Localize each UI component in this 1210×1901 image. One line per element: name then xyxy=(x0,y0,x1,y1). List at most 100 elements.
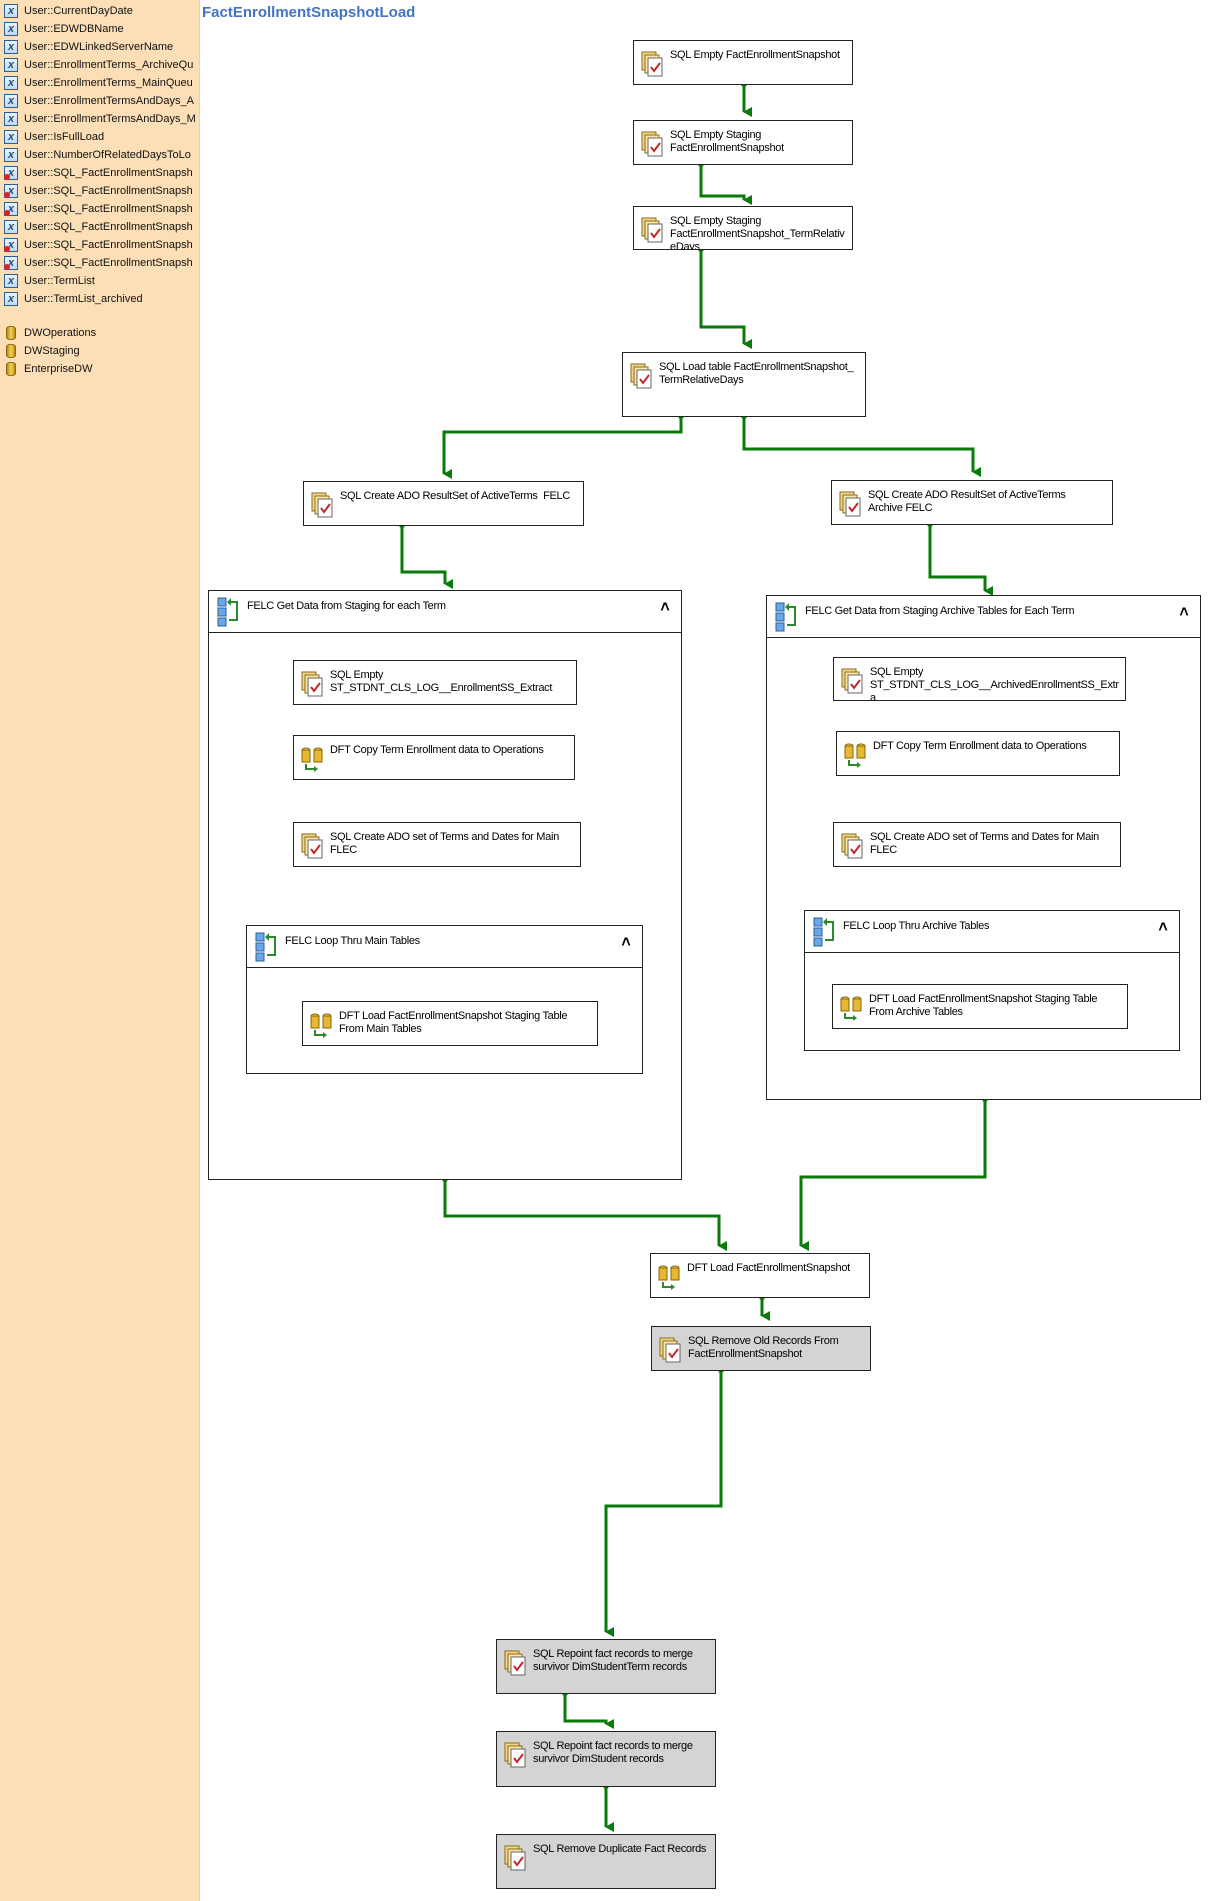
container-label: FELC Get Data from Staging Archive Table… xyxy=(805,604,1075,617)
task-sql-repoint-dimstudent[interactable]: SQL Repoint fact records to merge surviv… xyxy=(496,1731,716,1787)
variable-label: User::EnrollmentTerms_MainQueu xyxy=(24,76,193,89)
task-sql-load-termrelative[interactable]: SQL Load table FactEnrollmentSnapshot_ T… xyxy=(622,352,866,417)
task-sql-repoint-dimstudentterm[interactable]: SQL Repoint fact records to merge surviv… xyxy=(496,1639,716,1694)
task-label: DFT Load FactEnrollmentSnapshot Staging … xyxy=(869,993,1098,1018)
variable-item[interactable]: x User::TermList xyxy=(4,272,199,289)
task-label: SQL Repoint fact records to merge surviv… xyxy=(533,1648,693,1673)
constraint-t8-t9[interactable] xyxy=(604,1370,723,1637)
task-dft-copy-term-enrollment-archive[interactable]: DFT Copy Term Enrollment data to Operati… xyxy=(836,731,1120,776)
constraint-t2-t3[interactable] xyxy=(699,164,752,205)
variable-label: User::SQL_FactEnrollmentSnapsh xyxy=(24,238,193,251)
foreach-loop-icon xyxy=(813,916,837,948)
collapse-icon[interactable]: ˄ xyxy=(660,599,670,616)
task-sql-ado-terms-dates-archive[interactable]: SQL Create ADO set of Terms and Dates fo… xyxy=(833,822,1121,867)
variable-label: User::TermList_archived xyxy=(24,292,143,305)
connection-label: EnterpriseDW xyxy=(24,362,93,375)
variable-icon: x xyxy=(4,273,18,288)
connection-manager-item[interactable]: DWOperations xyxy=(4,324,199,341)
sql-task-icon xyxy=(310,492,334,518)
constraint-t5-c1[interactable] xyxy=(400,525,453,589)
task-sql-empty-staging-termrelative[interactable]: SQL Empty Staging FactEnrollmentSnapshot… xyxy=(633,206,853,250)
sql-task-icon xyxy=(629,363,653,389)
container-label: FELC Get Data from Staging for each Term xyxy=(247,599,446,612)
connection-label: DWStaging xyxy=(24,344,80,357)
constraint-c1-t7[interactable] xyxy=(443,1179,727,1251)
task-label: SQL Empty ST_STDNT_CLS_LOG__EnrollmentSS… xyxy=(330,669,553,694)
task-sql-remove-old-records[interactable]: SQL Remove Old Records From FactEnrollme… xyxy=(651,1326,871,1371)
connection-manager-item[interactable]: EnterpriseDW xyxy=(4,360,199,377)
task-label: SQL Create ADO set of Terms and Dates fo… xyxy=(870,831,1099,856)
foreach-loop-icon xyxy=(775,601,799,633)
task-dft-load-staging-archive[interactable]: DFT Load FactEnrollmentSnapshot Staging … xyxy=(832,984,1128,1029)
container-header[interactable]: FELC Get Data from Staging for each Term… xyxy=(209,591,681,633)
task-sql-empty-fact[interactable]: SQL Empty FactEnrollmentSnapshot xyxy=(633,40,853,85)
constraint-c2-t7[interactable] xyxy=(799,1099,987,1251)
foreach-loop-icon xyxy=(217,596,241,628)
sql-task-icon xyxy=(640,131,664,157)
sql-task-icon xyxy=(838,491,862,517)
sql-task-icon xyxy=(658,1337,682,1363)
container-felc-loop-archive[interactable]: FELC Loop Thru Archive Tables ˄ xyxy=(804,910,1180,1051)
task-label: SQL Create ADO ResultSet of ActiveTerms … xyxy=(340,490,571,502)
constraint-t4-t5[interactable] xyxy=(442,416,683,479)
task-sql-empty-enrollmentss-extract[interactable]: SQL Empty ST_STDNT_CLS_LOG__EnrollmentSS… xyxy=(293,660,577,705)
connection-manager-item[interactable]: DWStaging xyxy=(4,342,199,359)
variable-label: User::EnrollmentTermsAndDays_A xyxy=(24,94,194,107)
container-header[interactable]: FELC Loop Thru Main Tables ˄ xyxy=(247,926,642,968)
variable-icon: x xyxy=(4,57,18,72)
variable-label: User::TermList xyxy=(24,274,95,287)
variable-label: User::SQL_FactEnrollmentSnapsh xyxy=(24,184,193,197)
task-sql-ado-activeterms-archive[interactable]: SQL Create ADO ResultSet of ActiveTerms … xyxy=(831,480,1113,525)
sql-task-icon xyxy=(503,1845,527,1871)
task-dft-copy-term-enrollment[interactable]: DFT Copy Term Enrollment data to Operati… xyxy=(293,735,575,780)
database-icon xyxy=(6,361,16,376)
connection-label: DWOperations xyxy=(24,326,97,339)
task-sql-ado-terms-dates-main[interactable]: SQL Create ADO set of Terms and Dates fo… xyxy=(293,822,581,867)
container-header[interactable]: FELC Loop Thru Archive Tables ˄ xyxy=(805,911,1179,953)
variable-label: User::IsFullLoad xyxy=(24,130,105,143)
variable-error-icon: x xyxy=(4,201,18,216)
variable-label: User::SQL_FactEnrollmentSnapsh xyxy=(24,256,193,269)
data-flow-icon xyxy=(309,1012,333,1038)
collapse-icon[interactable]: ˄ xyxy=(1179,604,1189,621)
variable-label: User::EDWLinkedServerName xyxy=(24,40,174,53)
constraint-t4-t6[interactable] xyxy=(742,416,981,477)
constraint-t9-t10[interactable] xyxy=(563,1693,614,1729)
task-dft-load-staging-main[interactable]: DFT Load FactEnrollmentSnapshot Staging … xyxy=(302,1001,598,1046)
task-sql-empty-archived-extract[interactable]: SQL Empty ST_STDNT_CLS_LOG__ArchivedEnro… xyxy=(833,657,1126,701)
collapse-icon[interactable]: ˄ xyxy=(621,934,631,951)
database-icon xyxy=(6,343,16,358)
task-dft-load-fact[interactable]: DFT Load FactEnrollmentSnapshot xyxy=(650,1253,870,1298)
task-label: SQL Remove Duplicate Fact Records xyxy=(533,1843,707,1855)
variable-label: User::EDWDBName xyxy=(24,22,124,35)
container-felc-loop-main[interactable]: FELC Loop Thru Main Tables ˄ xyxy=(246,925,643,1074)
constraint-t3-t4[interactable] xyxy=(699,249,752,349)
task-sql-empty-staging[interactable]: SQL Empty Staging FactEnrollmentSnapshot xyxy=(633,120,853,165)
task-label: SQL Empty Staging FactEnrollmentSnapshot xyxy=(670,129,784,154)
variable-label: User::SQL_FactEnrollmentSnapsh xyxy=(24,220,193,233)
package-title: FactEnrollmentSnapshotLoad xyxy=(202,4,416,21)
constraint-t6-c2[interactable] xyxy=(928,524,993,596)
task-sql-remove-duplicates[interactable]: SQL Remove Duplicate Fact Records xyxy=(496,1834,716,1889)
task-sql-ado-activeterms[interactable]: SQL Create ADO ResultSet of ActiveTerms … xyxy=(303,481,584,526)
container-header[interactable]: FELC Get Data from Staging Archive Table… xyxy=(767,596,1200,638)
collapse-icon[interactable]: ˄ xyxy=(1158,919,1168,936)
variable-icon: x xyxy=(4,111,18,126)
